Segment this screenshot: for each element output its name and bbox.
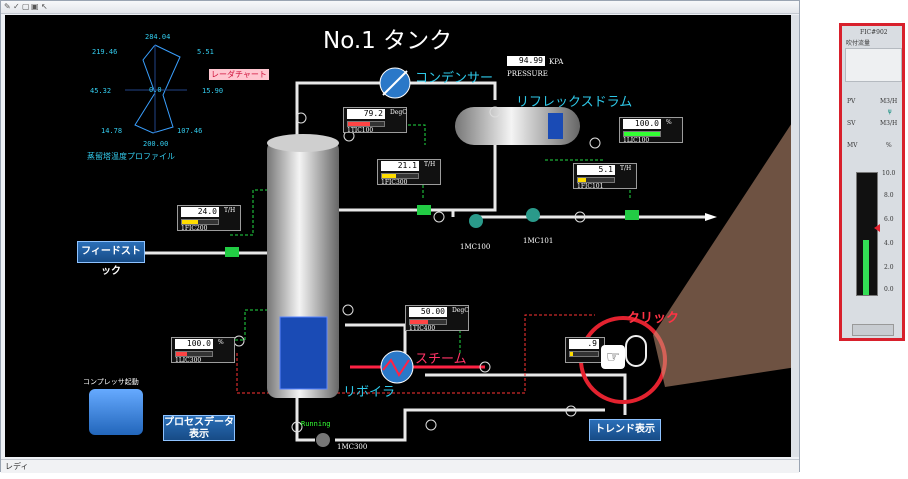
condenser-label: コンデンサー	[415, 71, 494, 86]
radar-value-left: 45.32	[90, 87, 112, 95]
radar-value-left-bottom: 14.78	[101, 127, 123, 135]
hand-valves	[233, 106, 601, 433]
status-text: レディ	[5, 462, 29, 471]
compressor-label: コンプレッサ起動	[83, 378, 139, 386]
radar-value-center: 0.0	[149, 86, 162, 94]
process-diagram	[125, 44, 791, 447]
radar-chart-label[interactable]: レーダチャート	[209, 69, 269, 80]
pressure-value[interactable]: 94.99	[507, 56, 545, 66]
screen-title: No.1 タンク	[323, 28, 453, 54]
toolbar-image-icon[interactable]: ▣	[31, 2, 39, 11]
faceplate-fic902[interactable]: FIC#902 吹付流量 PV M3/H ψ SV M3/H MV % 10.0…	[839, 23, 905, 341]
faceplate-tag: FIC#902	[860, 29, 888, 36]
instrument-fic902[interactable]: .9	[565, 337, 605, 363]
pump-mc100	[469, 214, 483, 228]
pump-mc101-label: 1MC101	[523, 237, 554, 245]
feedstock-button[interactable]: フィードストック	[77, 241, 145, 277]
distillation-column	[267, 134, 339, 398]
reflux-drum-label: リフレックスドラム	[516, 95, 633, 110]
flow-arrow	[705, 213, 717, 221]
steam-label: スチーム	[415, 352, 467, 367]
tic400-bar	[410, 320, 428, 324]
radar-value-right-bottom: 107.46	[177, 127, 203, 135]
toolbar-page-icon[interactable]: ▢	[22, 2, 30, 11]
running-status: Running	[301, 420, 331, 428]
lic100-bar	[624, 132, 660, 136]
pump-mc300	[316, 433, 330, 447]
radar-value-top: 284.04	[145, 33, 171, 41]
pump-mc300-label: 1MC300	[337, 443, 368, 451]
fic101-bar	[578, 178, 586, 182]
pump-mc100-label: 1MC100	[460, 243, 491, 251]
pump-mc101	[526, 208, 540, 222]
fic902-bar	[570, 352, 573, 356]
instrument-lic100[interactable]: 100.0 1LIC100 %	[619, 117, 683, 144]
faceplate-status-area	[845, 48, 902, 82]
faceplate-pv-mark: ψ	[888, 108, 892, 115]
radar-value-right: 15.90	[202, 87, 224, 95]
instrument-fic200[interactable]: 24.0 1FIC200 T/H	[177, 205, 241, 232]
instrument-fic101[interactable]: 5.1 1FIC101 T/H	[573, 163, 637, 190]
instrument-tic100[interactable]: 79.2 1TIC100 DegC	[343, 107, 407, 134]
status-bar: レディ	[1, 459, 799, 473]
pressure-label: PRESSURE	[507, 70, 548, 78]
toolbar-check-icon[interactable]: ✓	[13, 2, 20, 11]
compressor-icon[interactable]	[89, 389, 143, 435]
faceplate-mv-label: MV	[847, 142, 858, 149]
vertical-scrollbar[interactable]	[791, 15, 799, 457]
faceplate-bar-fill	[863, 240, 869, 295]
fic300-bar	[382, 174, 397, 178]
radar-chart	[125, 44, 187, 134]
radar-caption: 蒸留塔温度プロファイル	[87, 152, 175, 161]
toolbar-tool-icon[interactable]: ✎	[4, 2, 11, 11]
reflux-drum	[455, 107, 580, 145]
lic300-bar	[176, 352, 187, 356]
toolbar-pointer-icon[interactable]: ↖	[41, 2, 48, 11]
instrument-tic400[interactable]: 50.00 1TIC400 DegC	[405, 305, 469, 332]
condenser	[379, 67, 411, 99]
faceplate-name: 吹付流量	[846, 40, 871, 47]
faceplate-pv-label: PV	[847, 98, 856, 105]
reboiler	[380, 350, 414, 384]
mouse-icon	[625, 335, 647, 367]
signal-line	[236, 314, 595, 394]
radar-value-bottom: 200.00	[143, 140, 169, 148]
process-data-button[interactable]: プロセスデータ表示	[163, 415, 235, 441]
toolbar: ✎ ✓ ▢ ▣ ↖	[1, 1, 799, 14]
faceplate-bargraph	[856, 172, 878, 296]
faceplate-setpoint-marker	[874, 224, 880, 232]
control-valves	[225, 205, 639, 257]
hand-cursor-icon: ☞	[601, 345, 625, 369]
scada-window: ✎ ✓ ▢ ▣ ↖	[0, 0, 800, 473]
instrument-lic300[interactable]: 100.0 1LIC300 %	[171, 337, 235, 364]
instrument-fic300[interactable]: 21.1 1FIC300 T/H	[377, 159, 441, 186]
fic200-bar	[182, 220, 199, 224]
callout-wedge	[653, 124, 791, 387]
process-canvas: No.1 タンク 284.04 219.46 5.51 45.32 15.90 …	[5, 15, 791, 457]
radar-value-right-top: 5.51	[197, 48, 214, 56]
radar-value-left-top: 219.46	[92, 48, 118, 56]
reboiler-label: リボイラ	[343, 385, 396, 400]
faceplate-sv-label: SV	[847, 120, 856, 127]
click-label: クリック	[627, 311, 680, 326]
pressure-unit: KPA	[549, 58, 564, 66]
faceplate-footer	[852, 324, 894, 336]
tic100-bar	[348, 122, 371, 126]
trend-button[interactable]: トレンド表示	[589, 419, 661, 441]
tic100-value: 79.2	[347, 109, 385, 119]
